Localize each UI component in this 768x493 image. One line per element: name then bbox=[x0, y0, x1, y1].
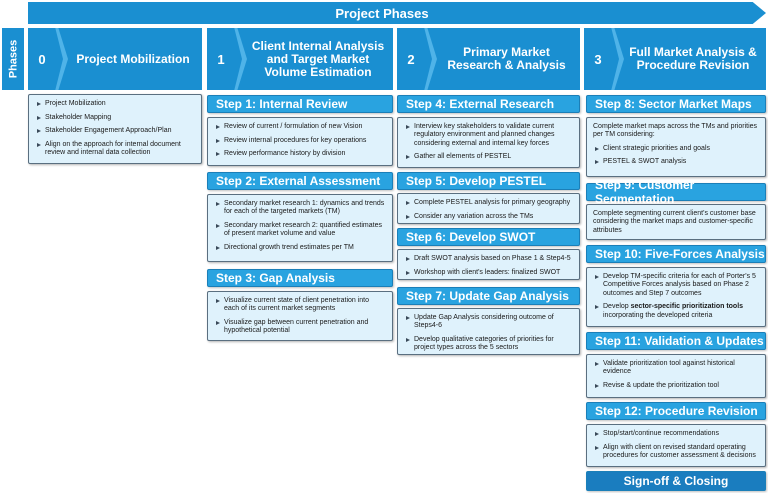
list-item: Project Mobilization bbox=[35, 100, 195, 108]
project-phases-banner: Project Phases bbox=[28, 2, 766, 24]
step-7-box: Update Gap Analysis considering outcome … bbox=[397, 308, 580, 355]
step-7-header: Step 7: Update Gap Analysis bbox=[397, 287, 580, 305]
phase-title: Client Internal Analysis and Target Mark… bbox=[251, 38, 385, 79]
list-item: Interview key stakeholders to validate c… bbox=[404, 123, 573, 148]
step-2-box: Secondary market research 1: dynamics an… bbox=[207, 194, 393, 262]
list-item: Review of current / formulation of new V… bbox=[214, 123, 386, 131]
list-item: Align with client on revised standard op… bbox=[593, 444, 759, 461]
step-9-box: Complete segmenting current client's cus… bbox=[586, 204, 766, 240]
list-item: Validate prioritization tool against his… bbox=[593, 360, 759, 377]
step-4-header: Step 4: External Research bbox=[397, 95, 580, 113]
list-item: Stop/start/continue recommendations bbox=[593, 430, 759, 438]
list-item: Stakeholder Mapping bbox=[35, 114, 195, 122]
step-6-box: Draft SWOT analysis based on Phase 1 & S… bbox=[397, 249, 580, 280]
step-11-header: Step 11: Validation & Updates bbox=[586, 332, 766, 350]
list-item: Directional growth trend estimates per T… bbox=[214, 244, 386, 252]
step-6-header: Step 6: Develop SWOT bbox=[397, 228, 580, 246]
phase-title: Primary Market Research & Analysis bbox=[447, 45, 566, 72]
list-item: Consider any variation across the TMs bbox=[404, 213, 573, 221]
step-9-header: Step 9: Customer Segmentation bbox=[586, 178, 766, 206]
list-item: Update Gap Analysis considering outcome … bbox=[404, 314, 573, 331]
step-8-intro: Complete market maps across the TMs and … bbox=[593, 123, 758, 139]
bold-phrase: sector-specific prioritization tools bbox=[630, 303, 744, 311]
list-item: Develop TM-specific criteria for each of… bbox=[593, 273, 759, 298]
step-3-box: Visualize current state of client penetr… bbox=[207, 291, 393, 341]
phase-title: Full Market Analysis & Procedure Revisio… bbox=[629, 45, 757, 72]
list-item: Workshop with client's leaders: finalize… bbox=[404, 269, 573, 277]
phase-0-header: 0 Project Mobilization bbox=[28, 28, 202, 90]
list-item: Secondary market research 1: dynamics an… bbox=[214, 200, 386, 217]
list-item: Complete PESTEL analysis for primary geo… bbox=[404, 199, 573, 207]
phase-number: 0 bbox=[38, 51, 46, 67]
step-12-box: Stop/start/continue recommendations Alig… bbox=[586, 424, 766, 467]
list-item: PESTEL & SWOT analysis bbox=[593, 158, 759, 166]
step-9-intro: Complete segmenting current client's cus… bbox=[593, 210, 756, 234]
list-item: Align on the approach for internal docum… bbox=[35, 141, 195, 158]
phase-title: Project Mobilization bbox=[76, 51, 190, 66]
phases-side-text: Phases bbox=[7, 39, 19, 79]
step-5-box: Complete PESTEL analysis for primary geo… bbox=[397, 193, 580, 224]
list-item: Secondary market research 2: quantified … bbox=[214, 222, 386, 239]
step-10-header: Step 10: Five-Forces Analysis bbox=[586, 245, 766, 263]
list-item: Review performance history by division bbox=[214, 150, 386, 158]
phase-2-header: 2 Primary Market Research & Analysis bbox=[397, 28, 580, 90]
step-11-box: Validate prioritization tool against his… bbox=[586, 354, 766, 398]
list-item: Develop qualitative categories of priori… bbox=[404, 336, 573, 353]
step-1-box: Review of current / formulation of new V… bbox=[207, 117, 393, 166]
list-item: Draft SWOT analysis based on Phase 1 & S… bbox=[404, 255, 573, 263]
step-8-header: Step 8: Sector Market Maps bbox=[586, 95, 766, 113]
step-10-box: Develop TM-specific criteria for each of… bbox=[586, 267, 766, 327]
list-item: Visualize gap between current penetratio… bbox=[214, 319, 386, 336]
phase-1-header: 1 Client Internal Analysis and Target Ma… bbox=[207, 28, 393, 90]
step-12-header: Step 12: Procedure Revision bbox=[586, 402, 766, 420]
phase-number: 1 bbox=[217, 51, 225, 67]
list-item: Develop sector-specific prioritization t… bbox=[593, 303, 759, 320]
list-item: Review internal procedures for key opera… bbox=[214, 137, 386, 145]
step-5-header: Step 5: Develop PESTEL bbox=[397, 172, 580, 190]
step-2-header: Step 2: External Assessment bbox=[207, 172, 393, 190]
banner-label: Project Phases bbox=[335, 5, 429, 21]
step-3-header: Step 3: Gap Analysis bbox=[207, 269, 393, 287]
signoff-closing: Sign-off & Closing bbox=[586, 471, 766, 491]
list-item: Client strategic priorities and goals bbox=[593, 145, 759, 153]
phase-number: 3 bbox=[594, 51, 602, 67]
list-item: Visualize current state of client penetr… bbox=[214, 297, 386, 314]
phase-0-activities: Project Mobilization Stakeholder Mapping… bbox=[28, 94, 202, 164]
phases-side-label: Phases bbox=[2, 28, 24, 90]
step-4-box: Interview key stakeholders to validate c… bbox=[397, 117, 580, 168]
list-item: Gather all elements of PESTEL bbox=[404, 153, 573, 161]
step-1-header: Step 1: Internal Review bbox=[207, 95, 393, 113]
list-item: Revise & update the prioritization tool bbox=[593, 382, 759, 390]
phase-3-header: 3 Full Market Analysis & Procedure Revis… bbox=[584, 28, 766, 90]
list-item: Stakeholder Engagement Approach/Plan bbox=[35, 127, 195, 135]
step-8-box: Complete market maps across the TMs and … bbox=[586, 117, 766, 177]
phase-number: 2 bbox=[407, 51, 415, 67]
